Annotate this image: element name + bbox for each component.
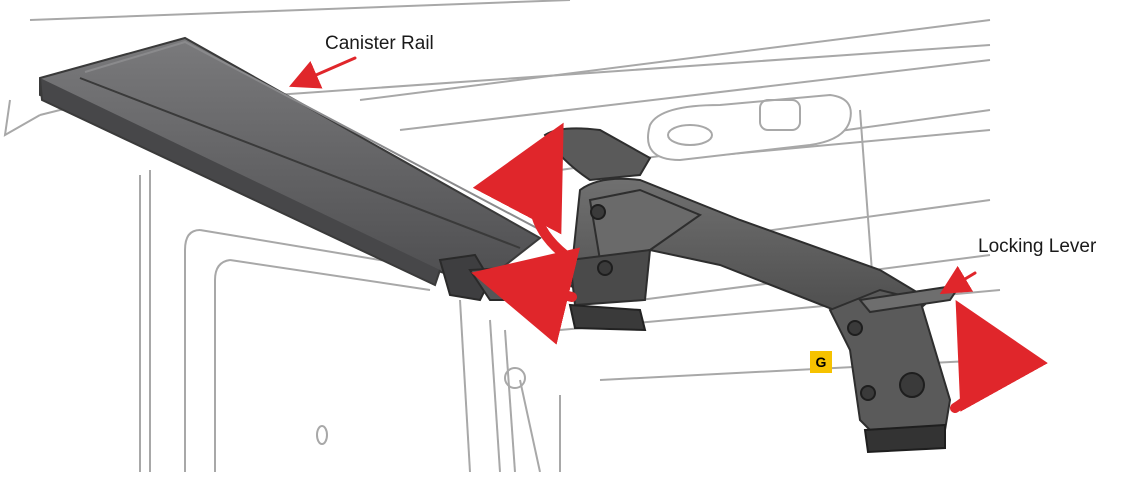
step-badge: G [815, 354, 827, 370]
slide-arrow [471, 247, 581, 345]
label-canister-rail: Canister Rail [325, 33, 434, 54]
callout-arrow-lever [939, 265, 977, 295]
locking-arm [543, 127, 963, 454]
rotate-arrow-lever [950, 300, 1048, 413]
callout-arrow-rail [289, 56, 357, 89]
step-badge-bg [810, 351, 832, 373]
label-locking-lever: Locking Lever [978, 236, 1097, 257]
motion-arrows [289, 56, 1048, 413]
housing-handle [647, 93, 852, 162]
rotate-arrow-arm [472, 122, 570, 260]
canister-rail [39, 36, 567, 302]
